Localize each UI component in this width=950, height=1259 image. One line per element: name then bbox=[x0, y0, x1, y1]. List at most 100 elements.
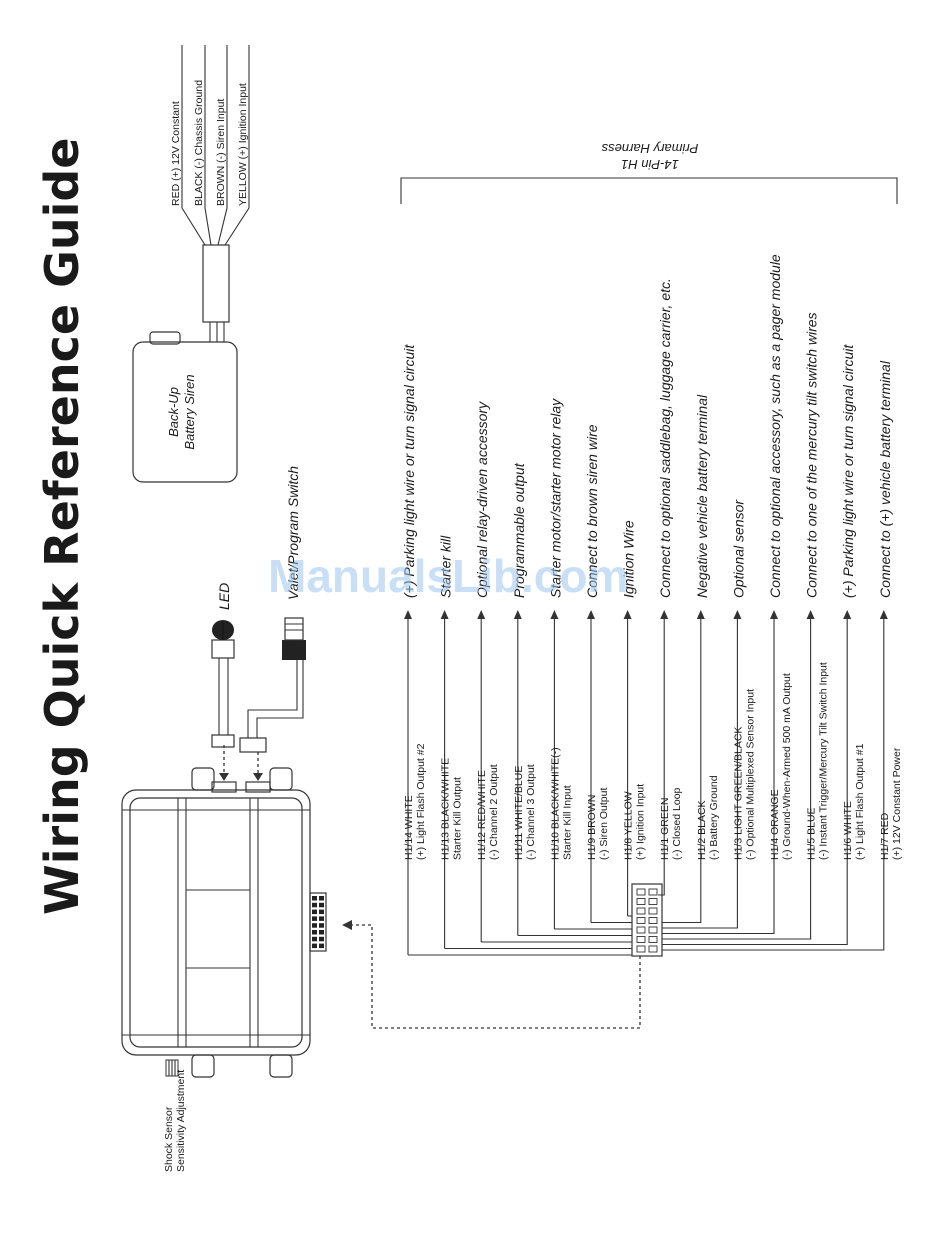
connector-pin bbox=[636, 898, 646, 905]
control-module bbox=[121, 767, 327, 1078]
valet-switch-icon bbox=[239, 617, 306, 753]
arrow-icon bbox=[587, 610, 595, 619]
harness-wire bbox=[662, 857, 812, 940]
pin-number-label: H1/10 BLACK/WHITE(-) bbox=[549, 747, 561, 860]
header-pin bbox=[319, 916, 324, 921]
pin-number-label: H1/9 BROWN bbox=[586, 795, 598, 860]
harness-wire bbox=[662, 857, 885, 951]
siren-wire-label: YELLOW (+) Ignition Input bbox=[237, 83, 249, 206]
connector-pin bbox=[636, 936, 646, 943]
pin-function-label: Starter Kill Output bbox=[452, 777, 464, 860]
arrow-icon bbox=[660, 610, 669, 619]
pin-function-label: (-) Battery Ground bbox=[708, 775, 720, 860]
arrow-icon bbox=[806, 610, 815, 619]
pin-number-label: H1/14 WHITE bbox=[403, 795, 415, 860]
pin-description: Connect to brown siren wire bbox=[584, 424, 600, 598]
pin-description: Optional sensor bbox=[730, 499, 746, 598]
header-pin bbox=[319, 930, 324, 935]
header-pin bbox=[312, 936, 317, 942]
connector-pin bbox=[648, 945, 658, 953]
pin-function-label: (+) Light Flash Output #2 bbox=[415, 743, 427, 860]
pin-function-label: (+) 12V Constant Power bbox=[891, 747, 903, 860]
harness-wire bbox=[658, 857, 665, 896]
pin-number-label: H1/1 GREEN bbox=[659, 798, 671, 860]
pin-function-label: (-) Channel 3 Output bbox=[525, 764, 537, 860]
harness-title-line1: 14-Pin H1 bbox=[621, 157, 679, 172]
pin-number-label: H1/8 YELLOW bbox=[623, 791, 635, 860]
shock-sensor-label-line1: Shock Sensor bbox=[163, 1106, 175, 1172]
arrow-icon bbox=[770, 610, 778, 619]
watermark: ManualsLib.com bbox=[268, 550, 628, 602]
siren-wire-label: RED (+) 12V Constant bbox=[170, 101, 182, 206]
connector-pin bbox=[636, 888, 646, 896]
pin-description: (+) Parking light wire or turn signal ci… bbox=[401, 344, 417, 598]
led-label: LED bbox=[216, 583, 232, 610]
pin-number-label: H1/4 ORANGE bbox=[769, 789, 781, 860]
pin-number-label: H1/3 LIGHT GREEN/BLACK bbox=[732, 727, 744, 860]
header-pin bbox=[312, 923, 317, 928]
pin-description: Connect to (+) vehicle battery terminal bbox=[877, 360, 893, 598]
pin-description: Ignition Wire bbox=[621, 520, 637, 598]
connector-pin bbox=[636, 917, 646, 924]
siren-wire-label: BLACK (-) Chassis Ground bbox=[193, 80, 205, 206]
pin-function-label: (-) Instant Trigger/Mercury Tilt Switch … bbox=[818, 662, 830, 860]
pin-function-label: (-) Ground-When-Armed 500 mA Output bbox=[781, 673, 793, 860]
header-pin bbox=[319, 902, 324, 908]
pin-description: Connect to optional accessory, such as a… bbox=[767, 254, 783, 598]
battery-siren bbox=[132, 45, 250, 483]
pin-function-label: (-) Siren Output bbox=[598, 788, 610, 860]
pin-description: Negative vehicle battery terminal bbox=[694, 394, 710, 598]
arrow-icon bbox=[733, 610, 742, 619]
arrow-icon bbox=[623, 610, 632, 619]
connector-pin bbox=[648, 898, 658, 905]
header-pin bbox=[312, 902, 317, 908]
pin-number-label: H1/11 WHITE/BLUE bbox=[513, 766, 525, 860]
connector-pin bbox=[648, 917, 658, 924]
pin-number-label: H1/7 RED bbox=[879, 812, 891, 860]
header-pin bbox=[319, 936, 324, 942]
siren-wire-label: BROWN (-) Siren Input bbox=[215, 99, 227, 206]
pin-function-label: Starter Kill Input bbox=[561, 785, 573, 860]
harness-wire bbox=[662, 857, 775, 935]
shock-sensor-label-line2: Sensitivity Adjustment bbox=[175, 1070, 187, 1172]
pin-function-label: (+) Ignition Input bbox=[635, 784, 647, 860]
arrow-icon bbox=[696, 610, 705, 619]
pin-description: Programmable output bbox=[511, 462, 527, 598]
connector-pin bbox=[636, 907, 646, 915]
header-pin bbox=[312, 909, 317, 915]
pin-number-label: H1/2 BLACK bbox=[696, 800, 708, 860]
harness-wire bbox=[662, 857, 702, 924]
arrow-icon bbox=[550, 610, 559, 619]
arrow-icon bbox=[879, 610, 888, 619]
connector-pin bbox=[636, 926, 646, 934]
pin-description: Starter motor/starter motor relay bbox=[547, 398, 563, 598]
pin-number-label: H1/5 BLUE bbox=[806, 807, 818, 860]
page-title: Wiring Quick Reference Guide bbox=[35, 138, 89, 916]
pin-function-label: (-) Closed Loop bbox=[671, 787, 683, 860]
header-pin bbox=[319, 896, 324, 901]
pin-number-label: H1/13 BLACK/WHITE bbox=[440, 758, 452, 860]
header-pin bbox=[312, 896, 317, 901]
shock-sensor-knob bbox=[165, 1059, 179, 1077]
siren-label-line1: Back-Up bbox=[166, 387, 181, 437]
arrow-icon bbox=[440, 610, 449, 619]
pin-function-label: (-) Optional Multiplexed Sensor Input bbox=[744, 689, 756, 860]
connector-pin bbox=[648, 936, 658, 943]
connector-pin bbox=[636, 945, 646, 953]
arrow-icon bbox=[404, 610, 412, 619]
header-pin bbox=[312, 916, 317, 921]
pin-description: Connect to one of the mercury tilt switc… bbox=[804, 312, 820, 598]
harness-wire bbox=[662, 857, 848, 946]
pin-description: Optional relay-driven accessory bbox=[474, 401, 490, 598]
led-icon bbox=[211, 620, 235, 748]
pin-function-label: (-) Channel 2 Output bbox=[488, 764, 500, 860]
pin-description: Starter kill bbox=[438, 535, 454, 598]
pin-description: Connect to optional saddlebag, luggage c… bbox=[657, 278, 673, 598]
harness-bracket bbox=[400, 177, 898, 204]
connector-pin bbox=[648, 926, 658, 934]
pin-function-label: (+) Light Flash Output #1 bbox=[854, 743, 866, 860]
harness-to-module-link bbox=[342, 920, 641, 1029]
pin-number-label: H1/6 WHITE bbox=[842, 801, 854, 860]
harness-wires: H1/14 WHITE(+) Light Flash Output #2 (+) … bbox=[401, 254, 903, 956]
